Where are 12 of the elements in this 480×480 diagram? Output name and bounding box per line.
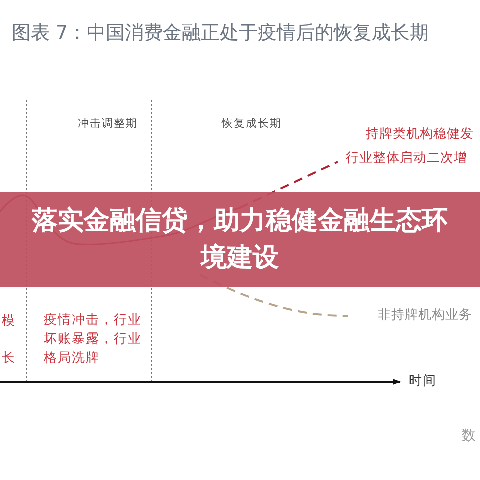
annotation-text: 疫情冲击，行业坏账暴露，行业格局洗牌 (44, 312, 142, 368)
curve-label: 行业整体启动二次增 (346, 150, 468, 168)
phase-label: 冲击调整期 (78, 116, 138, 132)
annotation-text: 模 (2, 313, 15, 331)
annotation-text: 长 (2, 350, 15, 368)
source-note: 数 (462, 427, 476, 446)
axis-label: 时间 (409, 373, 437, 391)
curve-label: 非持牌机构业务 (378, 307, 472, 325)
curve-label: 持牌类机构稳健发 (366, 126, 474, 144)
phase-label: 恢复成长期 (222, 116, 282, 132)
headline-text: 落实金融信贷，助力稳健金融生态环境建设 (31, 205, 449, 274)
chart-title: 图表 7：中国消费金融正处于疫情后的恢复成长期 (12, 21, 430, 46)
